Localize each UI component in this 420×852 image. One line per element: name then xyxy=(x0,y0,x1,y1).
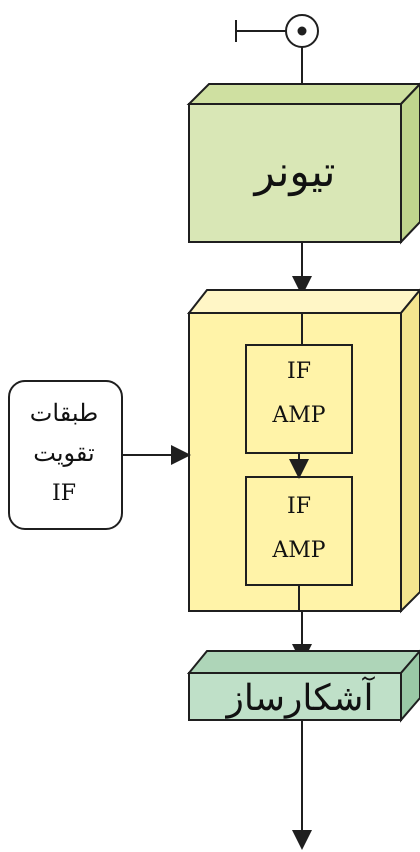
tuner-side-face xyxy=(400,82,420,245)
if-stages-label-line3: IF xyxy=(52,481,76,506)
if-amp-1-line1: IF xyxy=(287,359,311,384)
tuner-block: تیونر xyxy=(186,82,420,245)
if-side-face xyxy=(400,288,420,614)
tuner-top-face xyxy=(186,83,420,105)
detector-block: آشکارساز xyxy=(186,649,420,723)
detector-label: آشکارساز xyxy=(225,676,376,719)
tuner-front-face xyxy=(188,103,402,243)
detector-top-face xyxy=(186,650,420,674)
antenna-icon xyxy=(235,14,319,84)
if-front-face xyxy=(188,312,402,612)
if-stages-label-line2: تقویت xyxy=(33,439,94,467)
if-amp-2-line2: AMP xyxy=(271,538,325,563)
tuner-label: تیونر xyxy=(253,147,336,197)
if-stages-label-line1: طبقات xyxy=(30,399,98,427)
if-stages-label-box: طبقات تقویت IF xyxy=(8,380,123,530)
if-top-face xyxy=(186,289,420,314)
detector-front-face xyxy=(188,672,402,721)
if-amp-2-line1: IF xyxy=(287,494,311,519)
if-amp-1-line2: AMP xyxy=(271,403,325,428)
if-section-block: IF AMP IF AMP xyxy=(186,288,420,614)
